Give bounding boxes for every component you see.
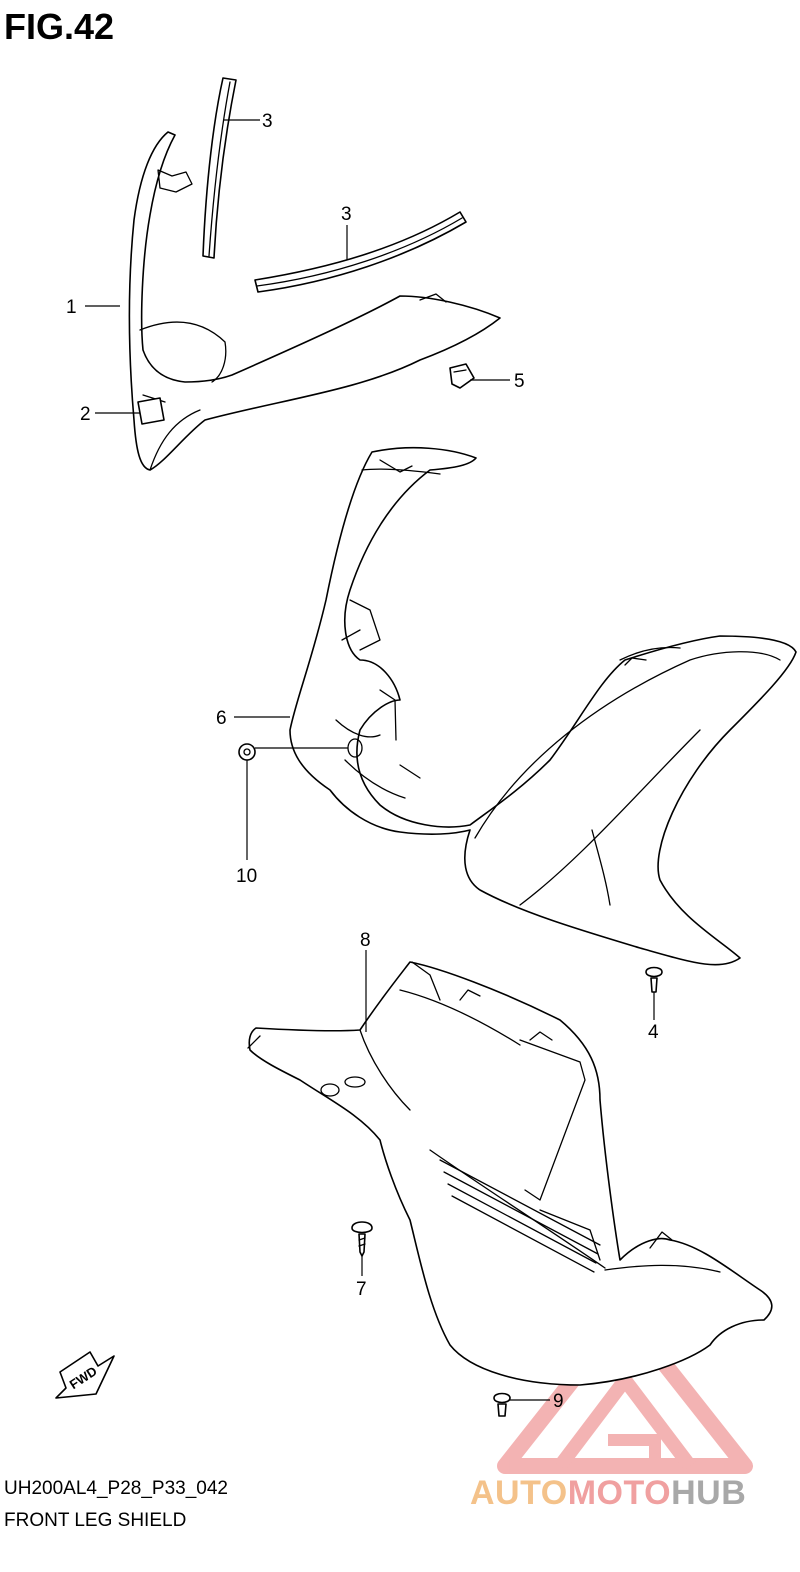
watermark-auto: AUTO: [470, 1474, 568, 1512]
part-1-leg-shield-upper: [128, 131, 501, 471]
part-10-grommet: [238, 743, 256, 761]
callout-7: 7: [356, 1279, 367, 1300]
model-code: UH200AL4_P28_P33_042: [4, 1478, 228, 1499]
part-5-nut: [449, 363, 475, 389]
part-2-clip: [137, 397, 165, 425]
callout-3-upper: 3: [262, 111, 273, 132]
callout-6: 6: [216, 708, 227, 729]
callout-9: 9: [553, 1391, 564, 1412]
figure-title: FIG.42: [4, 6, 115, 47]
part-6-front-leg-shield: [289, 446, 797, 966]
callout-2: 2: [80, 404, 91, 425]
section-name: FRONT LEG SHIELD: [4, 1510, 187, 1531]
watermark-hub: HUB: [671, 1474, 747, 1512]
callout-8: 8: [360, 930, 371, 951]
callout-4: 4: [648, 1022, 659, 1043]
callout-3-lower: 3: [341, 204, 352, 225]
part-3-trim-strip-horizontal: [254, 211, 467, 293]
callout-5: 5: [514, 371, 525, 392]
callout-10: 10: [236, 866, 257, 887]
fwd-arrow-icon: FWD: [55, 1351, 115, 1399]
part-9-push-rivet: [493, 1392, 511, 1417]
part-8-inner-leg-shield: [247, 961, 773, 1386]
watermark-moto: MOTO: [567, 1474, 672, 1512]
part-7-screw: [351, 1221, 373, 1257]
watermark-logo: [497, 1306, 753, 1474]
part-3-trim-strip-vertical: [202, 77, 237, 259]
watermark-brand: AUTOMOTOHUB: [470, 1474, 746, 1513]
callout-1: 1: [66, 297, 77, 318]
part-4-push-rivet: [645, 966, 663, 993]
